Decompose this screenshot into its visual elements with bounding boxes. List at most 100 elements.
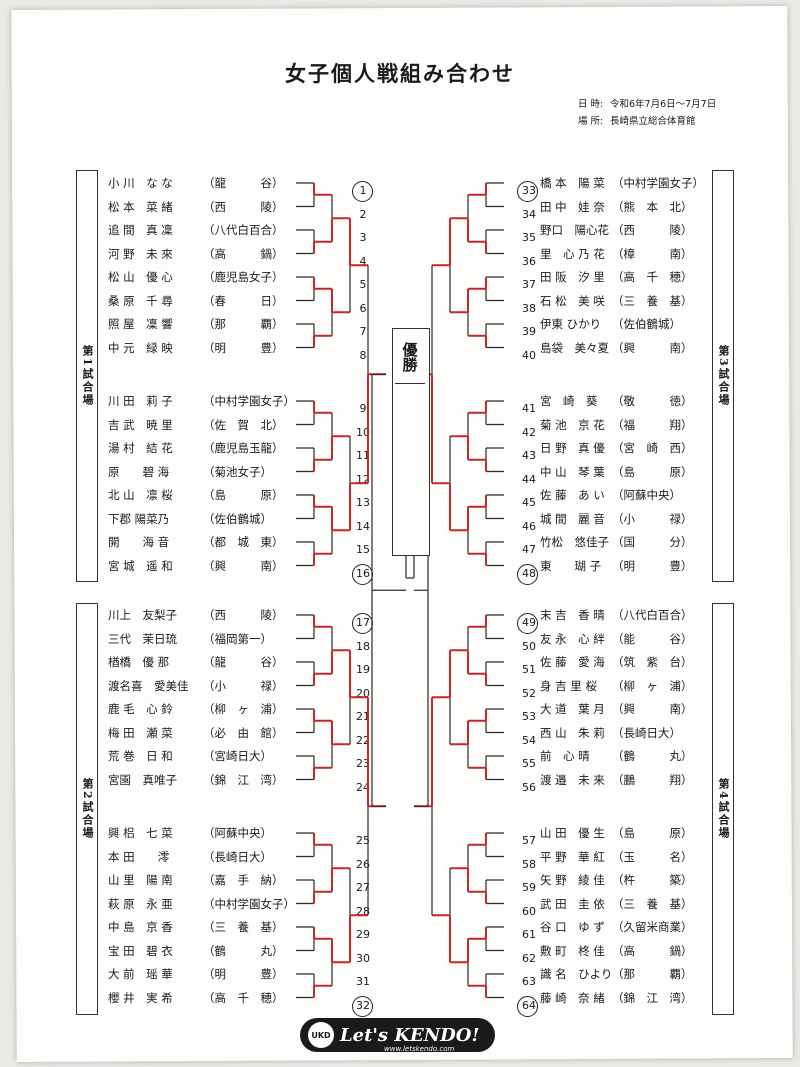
player-name: 佐 藤 あ い [540, 488, 605, 502]
player-name: 日 野 真 優 [540, 441, 605, 455]
player-number: 57 [522, 834, 536, 847]
player-name: 追 間 真 凜 [108, 223, 173, 237]
player-name: 荒 巻 日 和 [108, 749, 173, 763]
player-number: 15 [356, 543, 370, 556]
player-row: 52身 吉 里 桜（柳 ヶ 浦） [518, 675, 732, 700]
player-row: 楢橋 優 那 （龍 谷） 19 [108, 651, 373, 676]
player-number: 21 [356, 710, 370, 723]
player-school: （小 禄） [203, 678, 284, 693]
player-school: （必 由 館） [203, 725, 284, 740]
player-row: 北 山 凛 桜（島 原）13 [108, 484, 373, 509]
date-value: 令和6年7月6日～7月7日 [610, 99, 717, 110]
player-school: （西 陵） [612, 223, 693, 237]
player-row: 39伊東 ひかり（佐伯鶴城） [518, 313, 732, 338]
player-number: 56 [522, 780, 536, 794]
venue-1-label: 第1試合場 [76, 170, 98, 582]
player-name: 大 道 葉 月 [540, 702, 605, 716]
place-value: 長崎県立総合体育館 [610, 116, 696, 127]
player-row: 荒 巻 日 和（宮崎日大）23 [108, 745, 373, 770]
player-number: 27 [356, 881, 370, 894]
player-school: （阿蘇中央） [612, 488, 681, 502]
player-row: 57 山 田 優 生 （島 原） [518, 822, 732, 847]
player-number: 59 [522, 881, 536, 894]
player-school: （高 鍋） [203, 246, 284, 261]
player-school: （明 豊） [612, 558, 693, 573]
player-row: 大 前 瑶 華（明 豊）31 [108, 963, 373, 988]
player-row: 62敷 町 柊 佳（高 鍋） [518, 940, 732, 965]
player-number: 14 [356, 519, 370, 533]
player-row: 53大 道 葉 月（興 南） [518, 698, 732, 723]
player-school: （鹿児島玉龍） [203, 441, 284, 455]
player-number: 34 [522, 207, 536, 221]
player-row: 49末 吉 香 晴（八代白百合） [517, 604, 732, 634]
player-name: 松 山 優 心 [108, 270, 173, 284]
logo-badge: UKD [308, 1022, 334, 1048]
player-row: 宮 城 遥 和（興 南）16 [108, 555, 373, 585]
player-name: 武 田 圭 依 [540, 896, 605, 911]
player-school: （八代白百合） [203, 223, 284, 237]
player-row: 照 屋 凜 響（那 覇）7 [108, 313, 373, 338]
player-row: 37田 阪 汐 里（高 千 穂） [518, 266, 732, 291]
champion-label: 優勝 [395, 331, 425, 384]
player-school: （三 養 基） [203, 920, 284, 934]
player-school: （阿蘇中央） [203, 826, 272, 840]
player-school: （興 南） [203, 558, 284, 573]
player-school: （三 養 基） [612, 896, 693, 911]
player-row: 64藤 崎 奈 緒（錦 江 湾） [517, 987, 732, 1017]
player-row: 河 野 未 來（高 鍋）4 [108, 243, 373, 268]
player-number: 49 [517, 612, 540, 634]
player-number: 48 [517, 563, 540, 585]
player-school: （龍 谷） [203, 655, 284, 669]
player-row: 桑 原 千 尋（春 日）6 [108, 290, 373, 315]
player-number: 46 [522, 519, 536, 533]
player-name: 三代 茉日琉 [108, 631, 177, 646]
player-school: （八代白百合） [612, 608, 693, 622]
player-row: 60武 田 圭 依（三 養 基） [518, 893, 732, 918]
player-row: 川 田 莉 子（中村学園女子）9 [108, 390, 373, 415]
date-label: 日 時: [578, 99, 604, 110]
player-number: 30 [356, 951, 370, 965]
player-name: 興 梠 七 菜 [108, 826, 173, 840]
player-number: 19 [356, 663, 370, 676]
venue-2-label: 第2試合場 [76, 603, 98, 1015]
player-row: 松 山 優 心（鹿児島女子）5 [108, 266, 373, 291]
player-name: 石 松 美 咲 [540, 293, 605, 308]
player-number: 55 [522, 757, 536, 770]
player-school: （鹿児島女子） [203, 270, 284, 284]
player-school: （嘉 手 納） [203, 873, 284, 887]
player-name: 島袋 美々夏 [540, 340, 609, 355]
player-row: 35野口 陽心花（西 陵） [518, 219, 732, 244]
player-school: （興 南） [612, 702, 693, 716]
player-number: 35 [522, 231, 536, 244]
player-number: 2 [359, 207, 367, 221]
player-school: （那 覇） [203, 317, 284, 331]
player-name: 山 田 優 生 [540, 826, 605, 840]
player-name: 渡 邉 未 来 [540, 772, 605, 787]
player-row: 36里 心 乃 花（樟 南） [518, 243, 732, 268]
player-school: （錦 江 湾） [203, 772, 284, 787]
player-row: 47竹松 悠佳子（国 分） [518, 531, 732, 556]
player-name: 開 海 音 [108, 535, 170, 549]
player-name: 梅 田 瀬 菜 [108, 725, 173, 740]
player-school: （高 千 穂） [612, 270, 693, 284]
player-school: （龍 谷） [203, 176, 284, 190]
player-school: （中村学園女子） [203, 394, 295, 408]
player-number: 51 [522, 663, 536, 676]
player-school: （高 鍋） [612, 943, 693, 958]
player-name: 川 田 莉 子 [108, 394, 173, 408]
player-school: （玉 名） [612, 849, 693, 864]
player-school: （福岡第一） [203, 631, 272, 646]
player-school: （能 谷） [612, 631, 693, 646]
player-number: 54 [522, 733, 536, 747]
player-school: （春 日） [203, 293, 284, 308]
player-name: 山 里 陽 南 [108, 873, 173, 887]
player-school: （那 覇） [612, 967, 693, 981]
player-row: 51佐 藤 愛 海（筑 紫 台） [518, 651, 732, 676]
player-number: 25 [356, 834, 370, 847]
player-name: 楢橋 優 那 [108, 655, 170, 669]
player-name: 萩 原 永 亜 [108, 896, 173, 911]
player-school: （島 原） [612, 826, 693, 840]
player-number: 8 [359, 348, 367, 362]
player-school: （錦 江 湾） [612, 990, 693, 1005]
player-school: （宮崎日大） [203, 749, 272, 763]
